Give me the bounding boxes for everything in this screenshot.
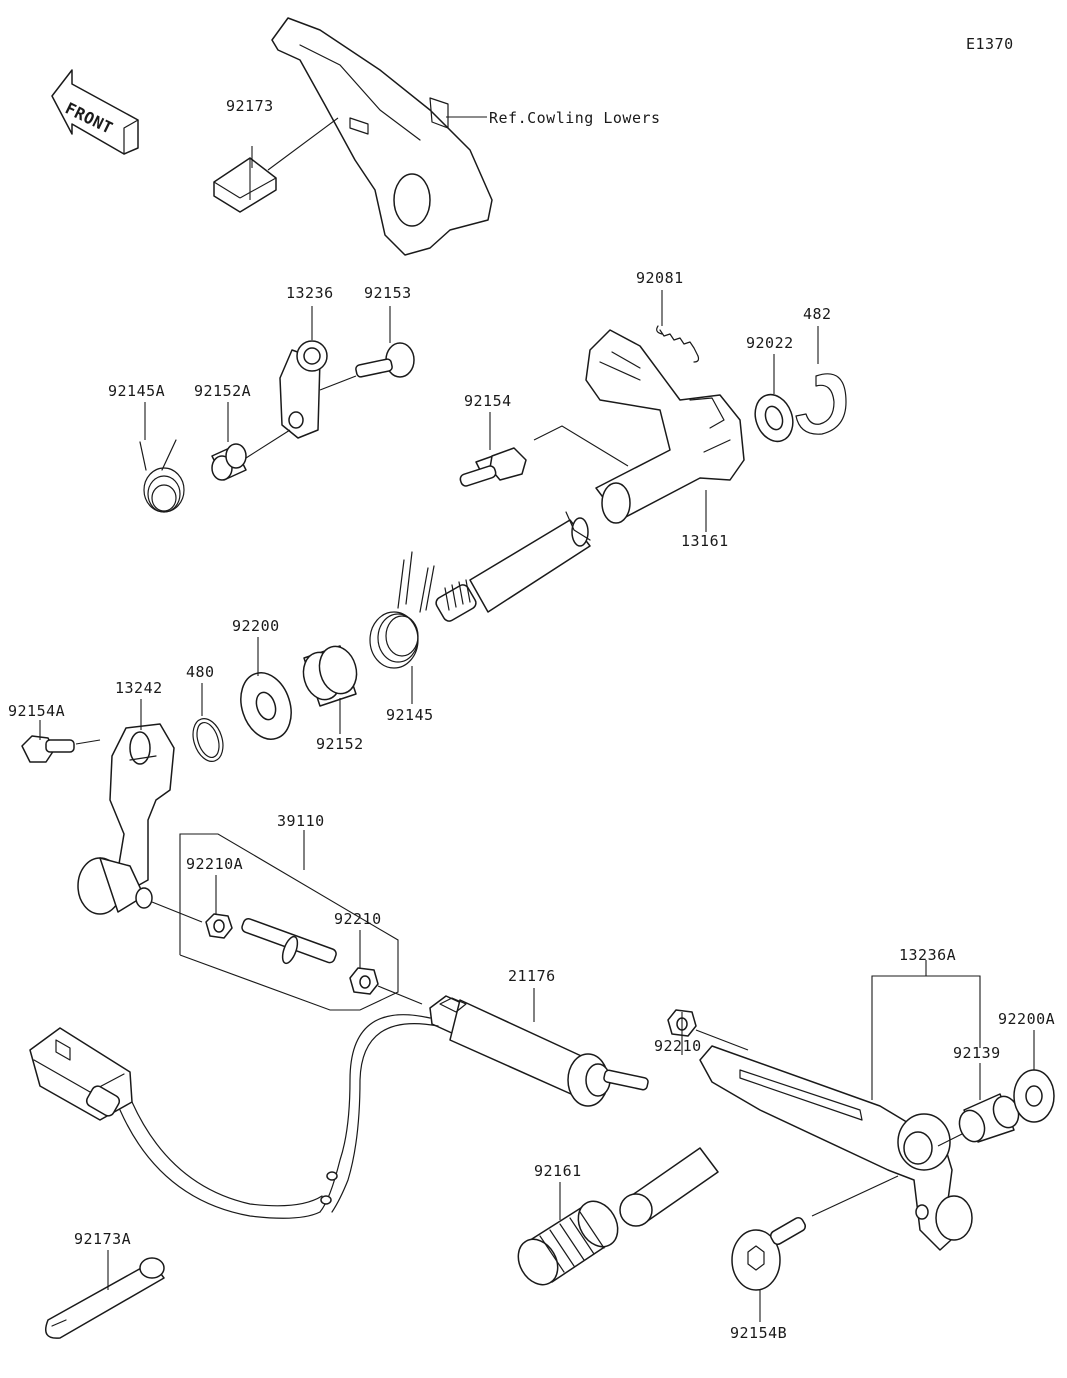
label-92161: 92161 xyxy=(534,1162,582,1180)
part-92154A xyxy=(21,735,75,763)
part-92153 xyxy=(355,342,415,378)
label-13242: 13242 xyxy=(115,679,163,697)
part-92210A xyxy=(205,913,233,939)
label-92173A: 92173A xyxy=(74,1230,131,1248)
label-92173: 92173 xyxy=(226,97,274,115)
label-482: 482 xyxy=(803,305,832,323)
label-92154B: 92154B xyxy=(730,1324,787,1342)
label-92139: 92139 xyxy=(953,1044,1001,1062)
part-92161 xyxy=(517,1200,619,1286)
part-92154 xyxy=(459,447,527,487)
ref-cowling-note: Ref.Cowling Lowers xyxy=(489,109,661,127)
label-92200: 92200 xyxy=(232,617,280,635)
label-21176: 21176 xyxy=(508,967,556,985)
part-92152A xyxy=(211,443,247,481)
label-92210-pedal: 92210 xyxy=(654,1037,702,1055)
label-480: 480 xyxy=(186,663,215,681)
label-13161: 13161 xyxy=(681,532,729,550)
part-13242 xyxy=(77,723,175,915)
label-92145A: 92145A xyxy=(108,382,165,400)
front-arrow-icon: FRONT xyxy=(51,69,139,155)
label-92145: 92145 xyxy=(386,706,434,724)
part-92022 xyxy=(754,393,794,443)
label-13236A: 13236A xyxy=(899,946,956,964)
label-92022: 92022 xyxy=(746,334,794,352)
part-92200 xyxy=(240,672,292,740)
label-92152A: 92152A xyxy=(194,382,251,400)
part-92139 xyxy=(958,1093,1020,1143)
shift-rod xyxy=(241,917,337,965)
part-13161 xyxy=(435,329,745,622)
part-92145 xyxy=(369,551,435,669)
sensor-cable xyxy=(119,1014,439,1219)
label-92152: 92152 xyxy=(316,735,364,753)
label-92200A: 92200A xyxy=(998,1010,1055,1028)
part-92081 xyxy=(656,325,700,363)
label-92210-rod: 92210 xyxy=(334,910,382,928)
part-92152 xyxy=(302,645,358,707)
label-92081: 92081 xyxy=(636,269,684,287)
diagram-code: E1370 xyxy=(966,35,1014,53)
part-13236 xyxy=(279,340,328,439)
label-13236: 13236 xyxy=(286,284,334,302)
label-92154A: 92154A xyxy=(8,702,65,720)
part-92173 xyxy=(213,157,277,213)
part-482 xyxy=(795,373,847,435)
part-92173A xyxy=(45,1257,165,1339)
part-92210-rod-nut xyxy=(349,967,379,995)
label-39110: 39110 xyxy=(277,812,325,830)
part-480 xyxy=(192,718,224,762)
part-13236A xyxy=(619,1045,973,1251)
part-92145A xyxy=(139,439,185,513)
cowling-bracket xyxy=(271,17,493,256)
label-92153: 92153 xyxy=(364,284,412,302)
part-92200A xyxy=(1013,1069,1055,1123)
sensor-connector xyxy=(29,1027,133,1121)
part-21176 xyxy=(429,995,649,1107)
label-92154: 92154 xyxy=(464,392,512,410)
label-92210A: 92210A xyxy=(186,855,243,873)
part-92154B xyxy=(731,1217,807,1291)
